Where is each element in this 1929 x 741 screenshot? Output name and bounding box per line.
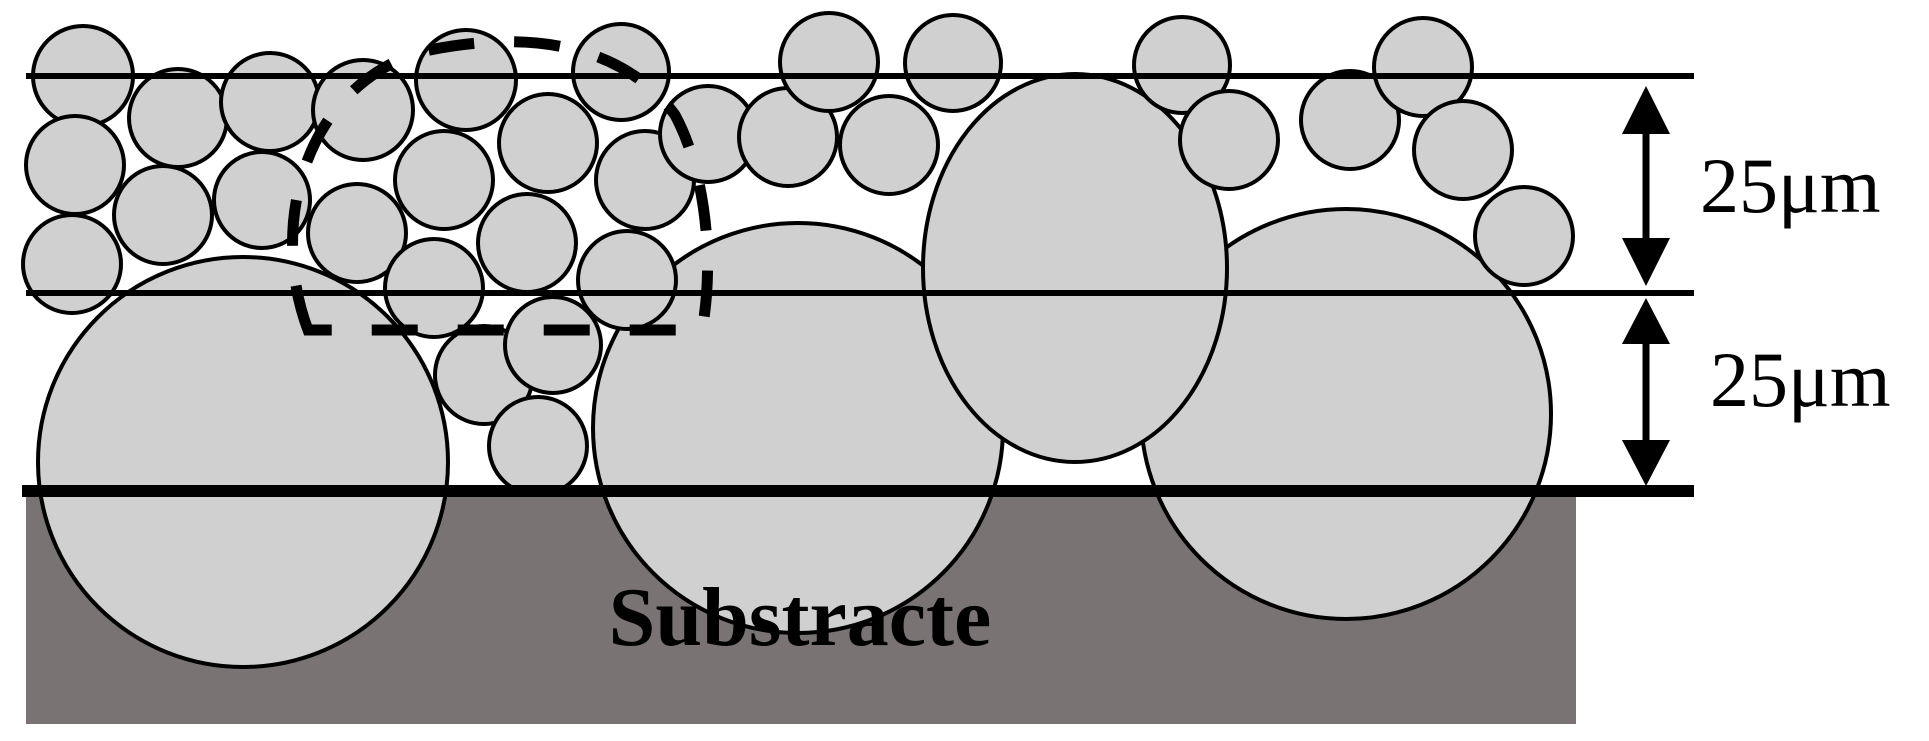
small-particle [838,94,940,196]
small-particle [476,192,578,294]
upper-thickness-label: 25μm [1700,142,1881,229]
small-particle [1299,69,1401,171]
small-particle [306,182,408,284]
small-particle [24,114,126,216]
small-particle [1412,99,1514,201]
small-particle [1132,15,1232,115]
small-particles [21,11,1575,497]
small-particle [212,150,312,250]
small-particle [393,129,495,231]
small-particle [1372,16,1474,118]
small-particle [778,11,880,113]
small-particle [112,164,214,266]
small-particle [903,13,1003,113]
small-particle [487,395,589,497]
small-particle [414,28,518,132]
lower-thickness-label: 25μm [1710,336,1891,423]
upper-dimension-arrow [1622,86,1670,286]
small-particle [219,51,321,153]
small-particle [503,295,603,395]
large-particles [36,72,1553,669]
small-particle [1178,89,1280,191]
dashed-highlight-region [287,36,714,336]
small-particle [497,92,599,194]
substrate-label: Substracte [609,571,992,664]
lower-dimension-arrow [1622,298,1670,486]
small-particle [127,67,229,169]
small-particle [311,58,415,162]
small-particle [1473,185,1575,287]
large-particle [36,255,450,669]
small-particle [383,237,485,339]
small-particle [21,213,123,315]
small-particle [576,229,678,331]
